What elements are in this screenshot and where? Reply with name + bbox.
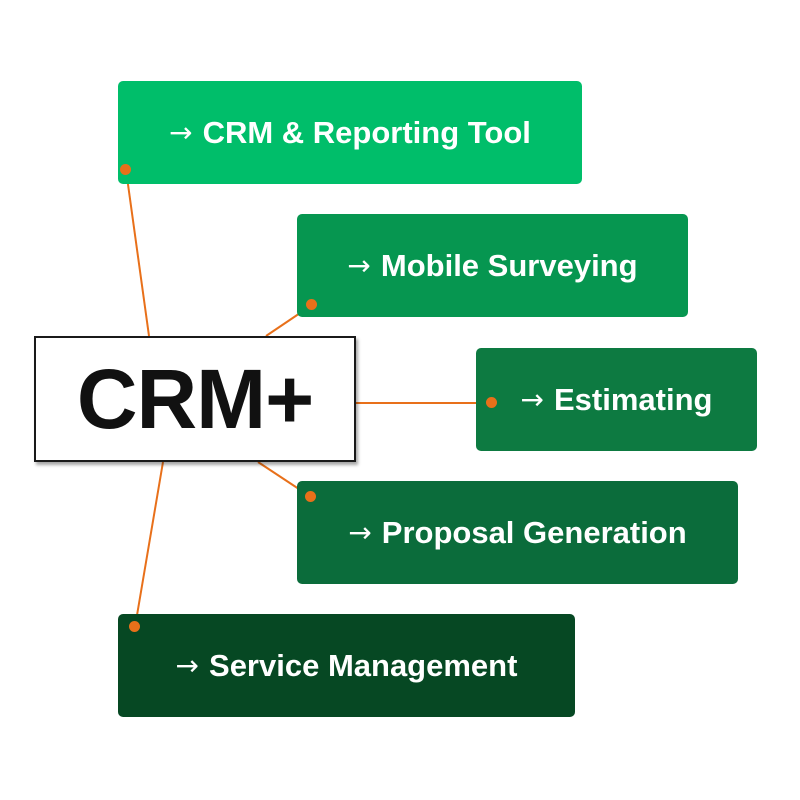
center-node-label: CRM+ xyxy=(76,351,314,446)
node-label: Service Management xyxy=(209,647,518,683)
center-node: CRM+ xyxy=(34,336,356,462)
node-service-management: → Service Management xyxy=(118,614,575,717)
arrow-right-icon: → xyxy=(347,249,371,282)
arrow-right-icon: → xyxy=(175,649,200,682)
node-label: Proposal Generation xyxy=(381,514,687,550)
node-label: Mobile Surveying xyxy=(380,247,638,283)
connector-dot xyxy=(306,299,317,310)
connector-dot xyxy=(129,621,140,632)
connector-dot xyxy=(305,491,316,502)
node-crm-reporting-tool: → CRM & Reporting Tool xyxy=(118,81,582,184)
node-label: CRM & Reporting Tool xyxy=(202,114,531,150)
node-proposal-generation: → Proposal Generation xyxy=(297,481,738,584)
arrow-right-icon: → xyxy=(348,516,372,549)
connector-crm-reporting xyxy=(125,169,150,337)
arrow-right-icon: → xyxy=(520,383,544,416)
node-label: Estimating xyxy=(554,381,713,417)
node-mobile-surveying: → Mobile Surveying xyxy=(297,214,688,317)
connector-service-management xyxy=(134,461,164,628)
arrow-right-icon: → xyxy=(169,116,193,149)
connector-dot xyxy=(120,164,131,175)
node-estimating: → Estimating xyxy=(476,348,757,451)
connector-dot xyxy=(486,397,497,408)
